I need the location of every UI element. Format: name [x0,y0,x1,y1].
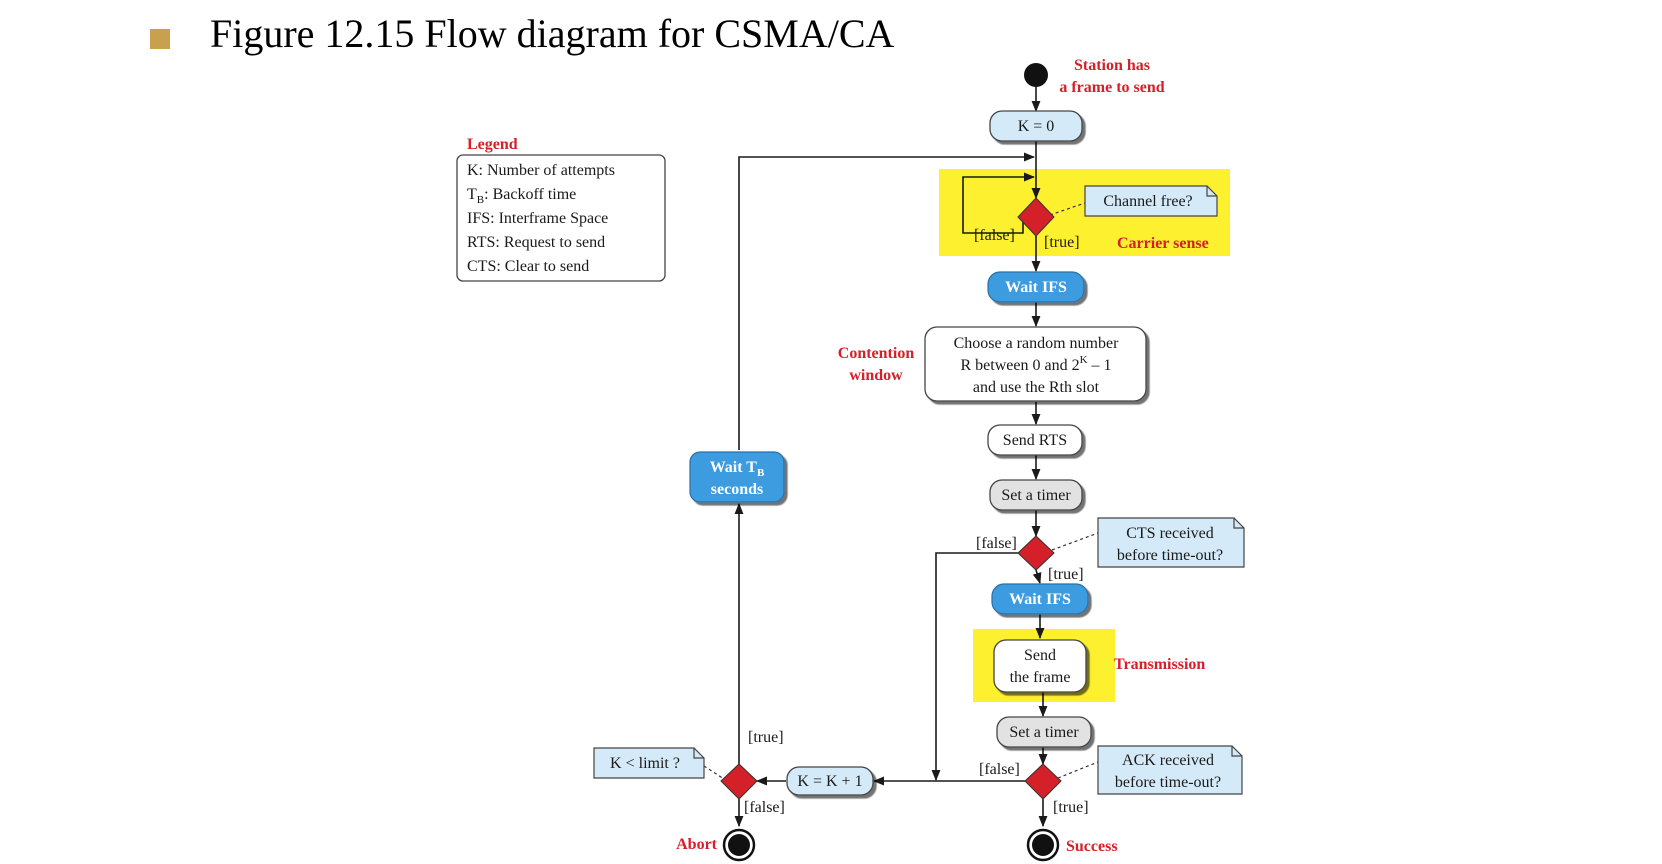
success-node [1032,834,1054,856]
abort-label: Abort [676,836,718,853]
send-frame-action [993,639,1087,693]
k-limit-text: K < limit ? [610,755,680,772]
k-increment-text: K = K + 1 [797,773,862,790]
legend-tb: TB: Backoff time [467,186,576,206]
limit-false-guard: [false] [744,799,785,816]
legend-ifs: IFS: Interframe Space [467,210,608,227]
set-timer-2-action [996,716,1092,748]
connectors [734,87,1048,828]
ack-note-line-1: ACK received [1122,752,1214,769]
random-number-action [924,326,1147,402]
cts-false-guard: [false] [976,535,1017,552]
channel-free-note [1084,185,1218,217]
cs-false-guard: [false] [974,227,1015,244]
cs-true-guard: [true] [1044,234,1080,251]
limit-true-guard: [true] [748,729,784,746]
wait-ifs-1-text: Wait IFS [1005,279,1067,296]
contention-label-1: Contention [838,345,915,362]
send-rts-text: Send RTS [1003,432,1067,449]
legend-rts: RTS: Request to send [467,234,605,251]
ack-false-guard: [false] [979,761,1020,778]
abort-node [728,834,750,856]
k-limit-note [593,747,705,779]
wait-tb-action [689,451,785,503]
cts-note-line-2: before time-out? [1117,547,1223,564]
legend-cts: CTS: Clear to send [467,258,589,275]
contention-label-2: window [849,367,903,384]
cts-note [1097,517,1245,568]
legend-heading: Legend [467,136,518,153]
cts-true-guard: [true] [1048,566,1084,583]
channel-free-decision [1017,197,1055,237]
wait-tb-line-2: seconds [711,481,763,498]
set-timer-2-text: Set a timer [1009,724,1079,741]
station-label-1: Station has [1074,57,1150,74]
legend-k: K: Number of attempts [467,162,615,179]
wait-ifs-2-action [991,583,1089,615]
station-label-2: a frame to send [1059,79,1164,96]
start-node [1024,63,1048,87]
note-connectors [703,202,1099,780]
random-line-3: and use the Rth slot [973,379,1100,396]
set-timer-1-text: Set a timer [1001,487,1071,504]
send-frame-line-1: Send [1024,647,1056,664]
ack-note [1097,745,1243,795]
cts-decision [1017,535,1055,571]
wait-tb-line-1: Wait TB [710,459,765,479]
k-zero-action [989,110,1083,142]
limit-decision [720,763,758,800]
send-frame-line-2: the frame [1010,669,1071,686]
slide-title: Figure 12.15 Flow diagram for CSMA/CA [210,11,895,56]
cts-note-line-1: CTS received [1126,525,1214,542]
send-rts-action [987,424,1083,456]
wait-ifs-2-text: Wait IFS [1009,591,1071,608]
channel-free-text: Channel free? [1103,193,1192,210]
transmission-label: Transmission [1114,656,1205,673]
set-timer-1-action [989,479,1083,511]
success-label: Success [1066,838,1118,855]
title-bullet [150,29,170,49]
k-increment-action [786,766,874,796]
ack-note-line-2: before time-out? [1115,774,1221,791]
ack-decision [1024,763,1062,800]
legend-box [456,154,666,282]
carrier-sense-label: Carrier sense [1117,235,1209,252]
random-line-1: Choose a random number [954,335,1120,352]
ack-true-guard: [true] [1053,799,1089,816]
wait-ifs-1-action [987,271,1085,303]
k-zero-text: K = 0 [1018,118,1055,135]
random-line-2: R between 0 and 2K – 1 [960,354,1111,374]
